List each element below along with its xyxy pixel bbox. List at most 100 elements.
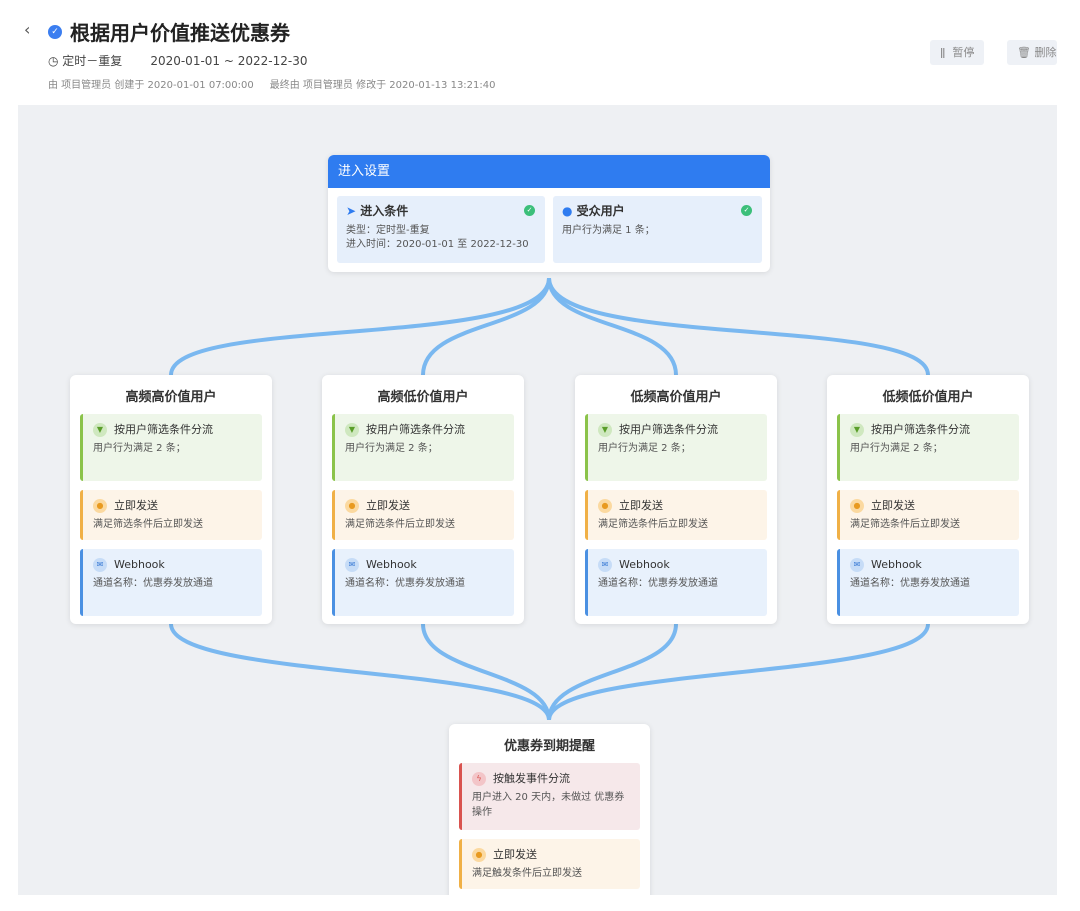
group-card[interactable]: 高频低价值用户 ▼ 按用户筛选条件分流用户行为满足 2 条； ● 立即发送满足筛选条… [322, 375, 524, 624]
schedule-type: ◷ 定时－重复 [48, 54, 123, 68]
group-title: 高频高价值用户 [125, 390, 217, 405]
audience-desc: 用户行为满足 1 条； [562, 225, 655, 236]
clock-icon: ● [93, 498, 107, 513]
check-icon: ✓ [741, 205, 752, 216]
connector [421, 623, 551, 721]
send-desc: 满足筛选条件后立即发送 [345, 519, 455, 530]
filter-icon: ▼ [850, 422, 864, 437]
connector [547, 623, 678, 721]
paper-plane-icon: ➤ [346, 204, 357, 218]
entry-condition[interactable]: ➤ 进入条件 类型：定时型-重复 进入时间：2020-01-01 至 2022-… [337, 196, 545, 263]
modified-info: 最终由 项目管理员 修改于 2020-01-13 13:21:40 [269, 80, 496, 91]
clock-icon: ● [598, 498, 612, 513]
send-desc: 满足筛选条件后立即发送 [850, 519, 960, 530]
reminder-title: 优惠券到期提醒 [503, 739, 595, 754]
check-icon: ✓ [524, 205, 535, 216]
flow-canvas: 进入设置 ➤ 进入条件 类型：定时型-重复 进入时间：2020-01-01 至 … [18, 105, 1057, 895]
check-icon: ✓ [48, 25, 62, 39]
entry-settings-card[interactable]: 进入设置 ➤ 进入条件 类型：定时型-重复 进入时间：2020-01-01 至 … [328, 155, 770, 272]
filter-icon: ▼ [93, 422, 107, 437]
channel-desc: 通道名称：优惠券发放通道 [850, 578, 970, 589]
send-block[interactable]: ● 立即发送 满足触发条件后立即发送 [459, 839, 640, 889]
send-title: 立即发送 [871, 499, 915, 512]
entry-condition-time: 进入时间：2020-01-01 至 2022-12-30 [346, 239, 529, 250]
send-title: 立即发送 [114, 499, 158, 512]
connector [421, 277, 551, 376]
user-icon: ● [562, 204, 573, 218]
channel-title: Webhook [871, 558, 922, 571]
entry-condition-title: 进入条件 [360, 204, 409, 218]
send-title: 立即发送 [366, 499, 410, 512]
split-title: 按用户筛选条件分流 [619, 423, 718, 436]
send-block[interactable]: ● 立即发送满足筛选条件后立即发送 [80, 490, 262, 540]
clock-icon: ● [345, 498, 359, 513]
filter-split-block[interactable]: ▼ 按用户筛选条件分流用户行为满足 2 条； [332, 414, 514, 481]
clock-icon: ● [472, 847, 486, 862]
group-title: 低频高价值用户 [630, 390, 722, 405]
split-title: 按用户筛选条件分流 [114, 423, 213, 436]
filter-icon: ▼ [345, 422, 359, 437]
connector [169, 277, 551, 376]
connector [547, 277, 930, 376]
page-title: 根据用户价值推送优惠券 [70, 21, 290, 45]
created-info: 由 项目管理员 创建于 2020-01-01 07:00:00 [48, 80, 254, 91]
entry-condition-type: 类型：定时型-重复 [346, 225, 430, 236]
webhook-block[interactable]: ✉ Webhook 通道名称：优惠券发放通道 [585, 549, 767, 616]
filter-split-block[interactable]: ▼ 按用户筛选条件分流用户行为满足 2 条； [80, 414, 262, 481]
channel-desc: 通道名称：优惠券发放通道 [93, 578, 213, 589]
split-desc: 用户行为满足 2 条； [93, 443, 186, 454]
trigger-title: 按触发事件分流 [493, 772, 570, 785]
filter-split-block[interactable]: ▼ 按用户筛选条件分流用户行为满足 2 条； [585, 414, 767, 481]
audience-title: 受众用户 [576, 204, 625, 218]
mail-icon: ✉ [850, 557, 864, 572]
webhook-block[interactable]: ✉ Webhook 通道名称：优惠券发放通道 [332, 549, 514, 616]
delete-button[interactable]: 🗑 删除 [1007, 40, 1057, 65]
send-block[interactable]: ●立即发送满足筛选条件后立即发送 [585, 490, 767, 540]
back-button[interactable]: ‹ [24, 20, 31, 39]
filter-split-block[interactable]: ▼ 按用户筛选条件分流用户行为满足 2 条； [837, 414, 1019, 481]
split-title: 按用户筛选条件分流 [871, 423, 970, 436]
filter-icon: ▼ [598, 422, 612, 437]
trigger-desc: 用户进入 20 天内，未做过 优惠券操作 [472, 792, 625, 818]
channel-desc: 通道名称：优惠券发放通道 [598, 578, 718, 589]
connector [547, 623, 930, 721]
clock-icon: ● [850, 498, 864, 513]
reminder-card[interactable]: 优惠券到期提醒 ϟ 按触发事件分流 用户进入 20 天内，未做过 优惠券操作 ● 立… [449, 724, 650, 895]
connector [547, 277, 678, 376]
split-desc: 用户行为满足 2 条； [598, 443, 691, 454]
send-desc: 满足筛选条件后立即发送 [93, 519, 203, 530]
group-card[interactable]: 高频高价值用户 ▼ 按用户筛选条件分流用户行为满足 2 条； ● 立即发送满足筛选条… [70, 375, 272, 624]
split-desc: 用户行为满足 2 条； [850, 443, 943, 454]
pause-button[interactable]: ǁ 暂停 [930, 40, 985, 65]
entry-settings-title: 进入设置 [328, 155, 770, 188]
audience-users[interactable]: ● 受众用户 用户行为满足 1 条； ✓ [553, 196, 762, 263]
split-title: 按用户筛选条件分流 [366, 423, 465, 436]
send-block[interactable]: ● 立即发送满足筛选条件后立即发送 [332, 490, 514, 540]
mail-icon: ✉ [345, 557, 359, 572]
meta-info: 由 项目管理员 创建于 2020-01-01 07:00:00 最终由 项目管理员… [48, 76, 512, 91]
connector [169, 623, 551, 721]
lightning-icon: ϟ [472, 771, 486, 786]
send-title: 立即发送 [619, 499, 663, 512]
mail-icon: ✉ [93, 557, 107, 572]
group-title: 低频低价值用户 [882, 390, 974, 405]
channel-title: Webhook [366, 558, 417, 571]
group-card[interactable]: 低频低价值用户 ▼ 按用户筛选条件分流用户行为满足 2 条； ● 立即发送满足筛选条… [827, 375, 1029, 624]
group-card[interactable]: 低频高价值用户 ▼按用户筛选条件分流用户行为满足 2 条； ●立即发送满足筛选条… [575, 375, 777, 624]
webhook-block[interactable]: ✉ Webhook 通道名称：优惠券发放通道 [80, 549, 262, 616]
channel-title: Webhook [619, 558, 670, 571]
schedule-info: ◷ 定时－重复 2020-01-01 ~ 2022-12-30 [48, 52, 335, 69]
delete-label: 删除 [1034, 46, 1057, 59]
send-block[interactable]: ● 立即发送满足筛选条件后立即发送 [837, 490, 1019, 540]
connectors [169, 277, 930, 721]
send-desc: 满足触发条件后立即发送 [472, 868, 582, 879]
group-title: 高频低价值用户 [377, 390, 469, 405]
trigger-split-block[interactable]: ϟ 按触发事件分流 用户进入 20 天内，未做过 优惠券操作 [459, 763, 640, 830]
webhook-block[interactable]: ✉ Webhook 通道名称：优惠券发放通道 [837, 549, 1019, 616]
split-desc: 用户行为满足 2 条； [345, 443, 438, 454]
send-title: 立即发送 [493, 848, 537, 861]
mail-icon: ✉ [598, 557, 612, 572]
channel-title: Webhook [114, 558, 165, 571]
date-range: 2020-01-01 ~ 2022-12-30 [150, 54, 308, 68]
channel-desc: 通道名称：优惠券发放通道 [345, 578, 465, 589]
